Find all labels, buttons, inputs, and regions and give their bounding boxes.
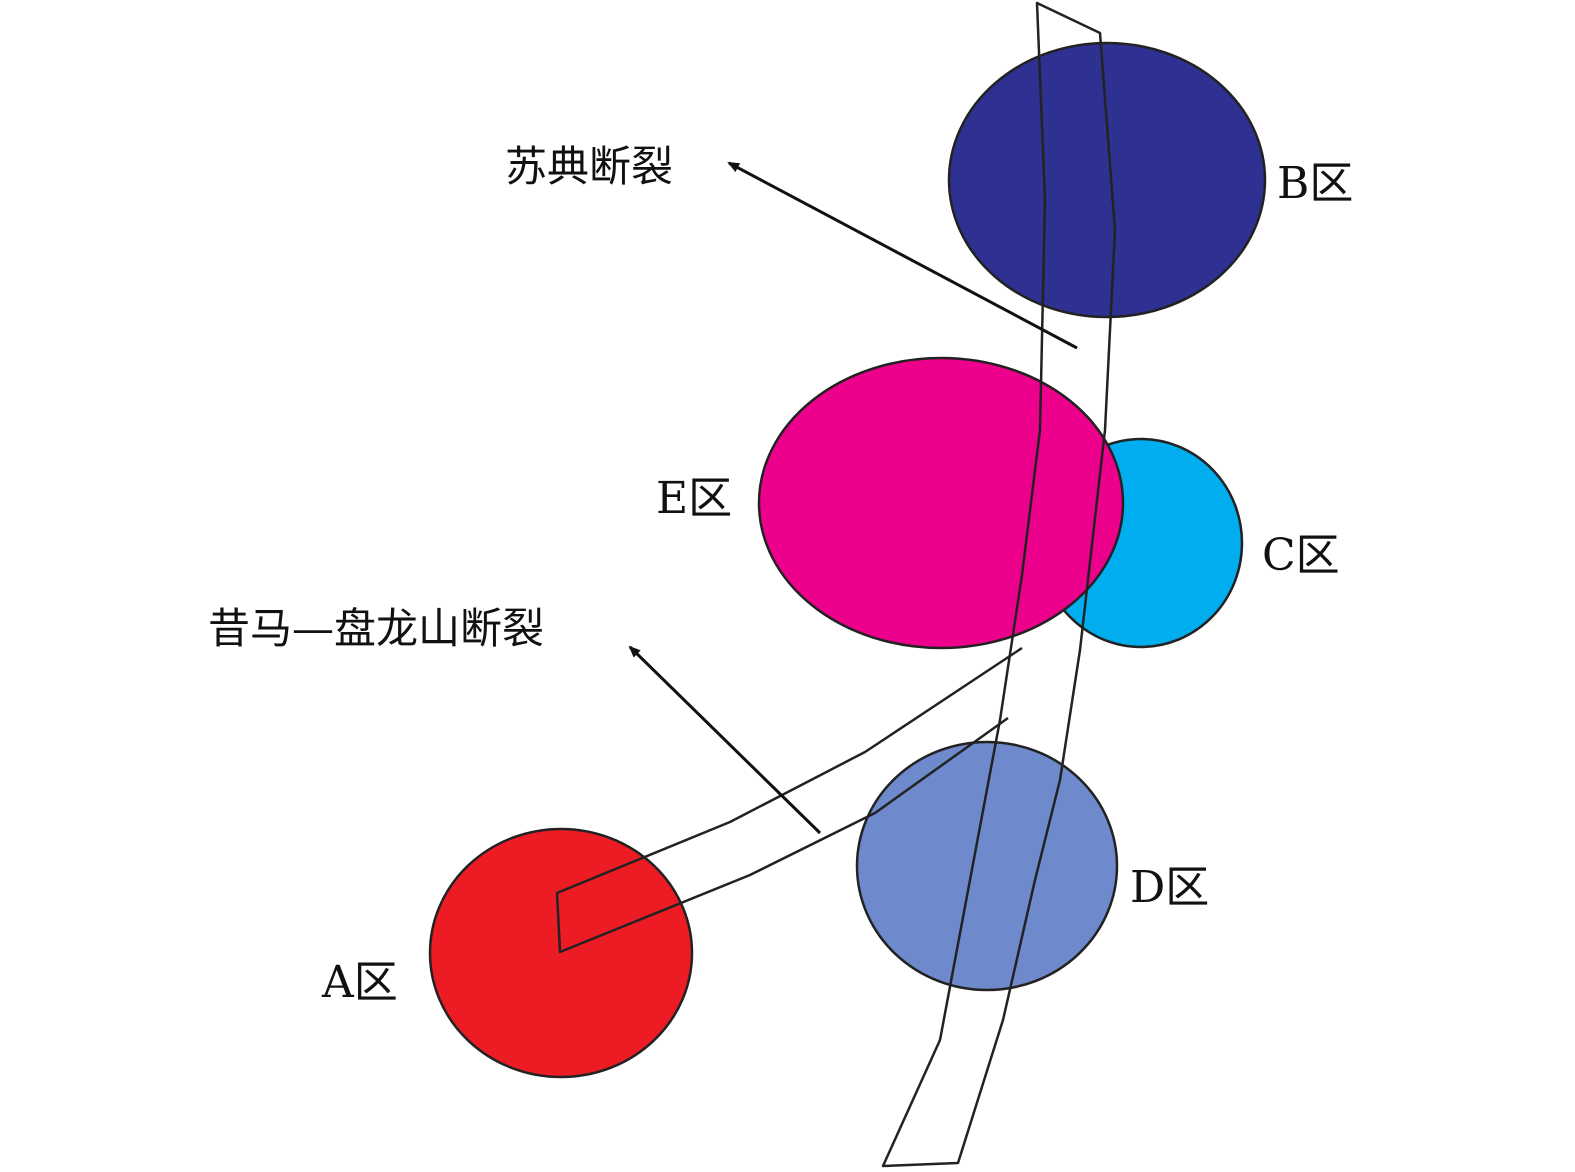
sudian-fault-label: 苏典断裂: [505, 142, 673, 191]
zone-b-label: B区: [1277, 158, 1353, 209]
zone-b-ellipse: [947, 41, 1267, 319]
sudian-fault-arrow: [727, 161, 1078, 350]
xima-panlongshan-fault-arrow: [628, 645, 822, 835]
zone-e-ellipse: [757, 356, 1125, 650]
zone-c-label: C区: [1262, 530, 1340, 581]
xima-panlongshan-fault-band: [555, 646, 1023, 954]
zone-a-label: A区: [321, 957, 398, 1008]
xima-panlongshan-fault-label: 昔马—盘龙山断裂: [208, 604, 544, 653]
zone-d-ellipse: [855, 740, 1119, 992]
zone-e-label: E区: [656, 473, 732, 524]
zone-d-label: D区: [1130, 862, 1209, 913]
sudian-fault-band: [881, 1, 1117, 1168]
zone-a-ellipse: [428, 827, 694, 1079]
